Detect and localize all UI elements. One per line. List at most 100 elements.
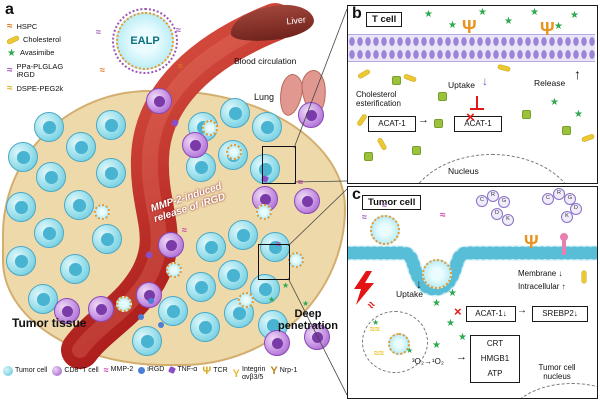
legend-item-cholesterol: Cholesterol bbox=[6, 35, 63, 45]
hspc-icon: ≈ bbox=[178, 61, 183, 71]
legend-item-tcr: Ψ TCR bbox=[202, 366, 227, 377]
uptake-label: Uptake bbox=[448, 80, 475, 90]
tumor-cell bbox=[60, 254, 90, 284]
legend-item-tnf-alpha: TNF-α bbox=[168, 366, 198, 375]
acat1-box: ACAT-1 bbox=[368, 116, 416, 132]
tcr-receptor-icon: Ψ bbox=[540, 19, 555, 39]
panel-a-label: a bbox=[5, 1, 14, 18]
avasimibe-icon: ★ bbox=[448, 20, 457, 31]
lysosome-enzyme-icon: ≈≈ bbox=[374, 348, 384, 358]
acat1-inhibited-box: ACAT-1 bbox=[454, 116, 502, 132]
ealp-label: EALP bbox=[130, 35, 160, 47]
legend-item-irgd: iRGD bbox=[138, 366, 164, 374]
inhibition-bar bbox=[470, 108, 484, 110]
ealp-nanoparticle-small bbox=[202, 120, 218, 136]
laser-icon bbox=[354, 271, 374, 305]
legend-label: TCR bbox=[213, 367, 228, 375]
avasimibe-icon: ★ bbox=[478, 7, 487, 18]
mmp2-icon: ≈ bbox=[440, 210, 446, 221]
mmp2-icon: ≈ bbox=[182, 225, 187, 235]
legend-item-integrin: Y Integrin αvβ3/5 bbox=[233, 366, 266, 382]
ealp-nanoparticle-small bbox=[94, 204, 110, 220]
mmp2-icon: ≈ bbox=[103, 365, 109, 375]
blood-circulation-label: Blood circulation bbox=[234, 56, 297, 66]
tumor-cell bbox=[96, 110, 126, 140]
avasimibe-icon: ★ bbox=[570, 10, 579, 21]
legend-label: Integrin αvβ3/5 bbox=[242, 366, 266, 382]
ppa-icon: ≈ bbox=[382, 200, 387, 210]
tumor-cell bbox=[186, 152, 216, 182]
tumor-tissue-label: Tumor tissue bbox=[12, 316, 87, 330]
tumor-nucleus-label: Tumor cell nucleus bbox=[538, 363, 576, 381]
legend-label: MMP-2 bbox=[110, 366, 134, 374]
legend-label: TNF-α bbox=[177, 366, 198, 373]
ealp-nanoparticle-small bbox=[116, 296, 132, 312]
uptake-label: Uptake bbox=[396, 289, 423, 299]
tumor-cell bbox=[252, 112, 282, 142]
legend-label: iRGD bbox=[147, 366, 165, 373]
nrp1-receptor-stem bbox=[562, 239, 566, 255]
tumor-cell bbox=[190, 312, 220, 342]
avasimibe-icon: ★ bbox=[372, 318, 380, 327]
cholesteryl-ester-icon bbox=[522, 110, 531, 119]
cholesteryl-ester-icon bbox=[562, 126, 571, 135]
tumor-cell bbox=[34, 218, 64, 248]
t-cell bbox=[88, 296, 114, 322]
tumor-cell bbox=[96, 158, 126, 188]
legend-item-avasimibe: ★ Avasimibe bbox=[7, 47, 63, 59]
t-cell bbox=[158, 232, 184, 258]
peptide-bead: D bbox=[570, 203, 582, 215]
legend-label: Tumor cell bbox=[15, 366, 48, 374]
ealp-nanoparticle-small bbox=[288, 252, 304, 268]
cholesterol-icon bbox=[582, 271, 586, 283]
panel-b-label: b bbox=[352, 5, 362, 22]
avasimibe-icon: ★ bbox=[504, 16, 513, 27]
avasimibe-icon: ★ bbox=[432, 298, 441, 309]
legend-label: Cholesterol bbox=[23, 35, 61, 44]
cholesterol-icon bbox=[356, 113, 368, 127]
cholesterol-icon bbox=[403, 74, 417, 82]
inhibition-cross-icon: × bbox=[454, 304, 462, 319]
release-up-arrow: ↑ bbox=[574, 66, 581, 82]
tumor-cell-membrane bbox=[348, 245, 597, 297]
cholesterol-icon bbox=[497, 64, 511, 72]
tumor-cell-title: Tumor cell bbox=[362, 195, 422, 210]
inhibition-bar bbox=[476, 96, 478, 108]
lung-label: Lung bbox=[254, 92, 275, 102]
tumor-cell bbox=[34, 112, 64, 142]
blood-vessel bbox=[61, 3, 294, 369]
lysosome-outline bbox=[362, 311, 428, 373]
ealp-nanoparticle-lysosome bbox=[388, 333, 410, 355]
avasimibe-icon: ★ bbox=[7, 47, 16, 59]
tumor-cell bbox=[28, 284, 58, 314]
cholesteryl-ester-icon bbox=[364, 152, 373, 161]
damp-atp: ATP bbox=[487, 369, 503, 378]
t-cell bbox=[54, 298, 80, 324]
tumor-cell bbox=[158, 296, 188, 326]
irgd-icon bbox=[138, 314, 144, 320]
panel-a: a ≈ HSPC Cholesterol ★ Avasimibe ≈ PPa-P… bbox=[2, 1, 346, 382]
tumor-cell bbox=[228, 220, 258, 250]
cholesteryl-ester-icon bbox=[438, 92, 447, 101]
cholesteryl-ester-icon bbox=[434, 119, 443, 128]
legend-label: CD8⁺T cell bbox=[64, 366, 99, 374]
dspe-peg2k-icon: ≈ bbox=[7, 82, 13, 94]
lysosome-enzyme-icon: ≈≈ bbox=[370, 324, 380, 334]
nucleus-label: Nucleus bbox=[448, 166, 479, 176]
inhibition-cross-icon: × bbox=[466, 109, 475, 126]
tcr-icon: Ψ bbox=[202, 365, 212, 377]
panel-b: b T cell ★ ★ ★ ★ ★ ★ ★ Ψ Ψ Cholesterol e… bbox=[347, 5, 598, 184]
legend-item-cd8-t-cell: CD8⁺T cell bbox=[52, 366, 99, 376]
tumor-cell bbox=[36, 162, 66, 192]
release-label: Release bbox=[534, 78, 566, 88]
legend-bottom: Tumor cell CD8⁺T cell ≈ MMP-2 iRGD TNF-α… bbox=[3, 366, 343, 382]
ealp-nanoparticle bbox=[370, 215, 400, 245]
cholesteryl-ester-icon bbox=[392, 76, 401, 85]
cd8-t-cell-icon bbox=[52, 366, 63, 376]
legend-label: Avasimibe bbox=[19, 48, 55, 58]
damp-box: CRT HMGB1 ATP bbox=[470, 335, 520, 383]
tnf-alpha-icon bbox=[168, 366, 177, 375]
tumor-cell bbox=[6, 246, 36, 276]
avasimibe-icon: ★ bbox=[432, 340, 441, 351]
legend-item-ppa-plglag-irgd: ≈ PPa-PLGLAG iRGD bbox=[7, 62, 63, 80]
